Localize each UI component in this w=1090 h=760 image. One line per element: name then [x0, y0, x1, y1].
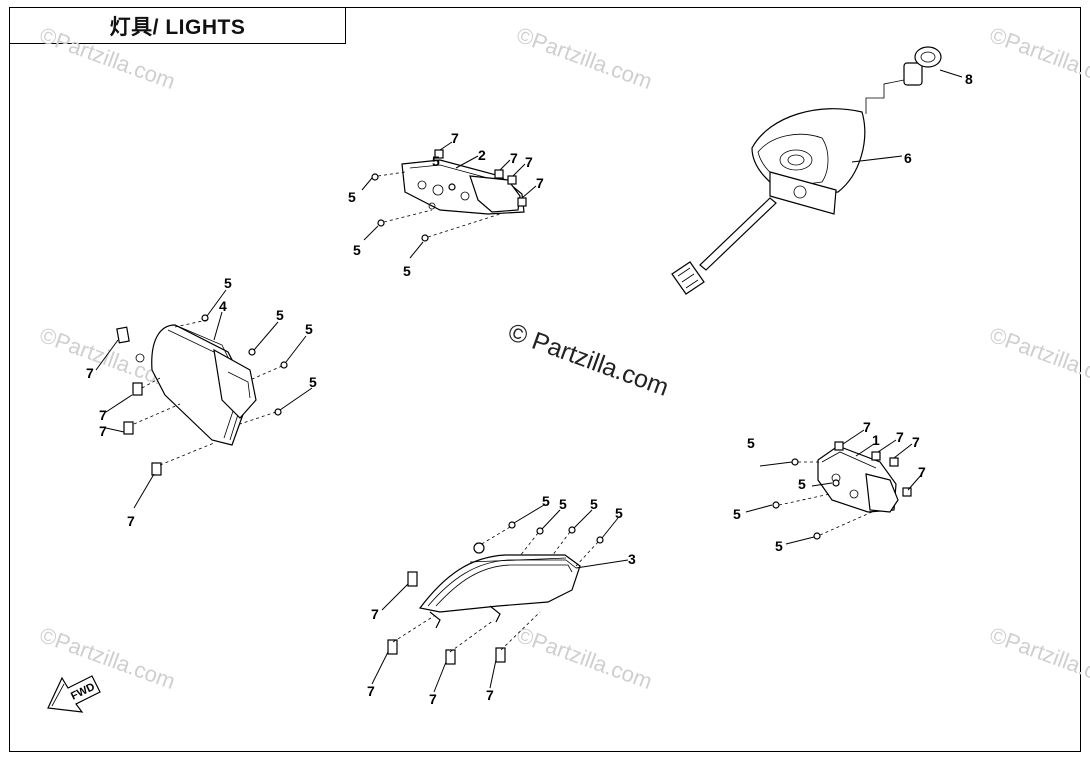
callout-5: 5 — [305, 321, 313, 337]
callout-3: 3 — [628, 551, 636, 567]
callout-7: 7 — [86, 365, 94, 381]
callout-7: 7 — [99, 407, 107, 423]
callout-2: 2 — [478, 147, 486, 163]
callout-5: 5 — [615, 505, 623, 521]
callout-7: 7 — [912, 434, 920, 450]
callout-4: 4 — [219, 298, 227, 314]
callout-5: 5 — [353, 242, 361, 258]
callout-7: 7 — [896, 429, 904, 445]
callout-7: 7 — [99, 423, 107, 439]
callout-1: 1 — [872, 432, 880, 448]
callout-5: 5 — [432, 153, 440, 169]
callout-5: 5 — [775, 538, 783, 554]
callout-7: 7 — [863, 419, 871, 435]
callout-5: 5 — [798, 476, 806, 492]
light-2-part — [371, 149, 527, 242]
callout-5: 5 — [403, 263, 411, 279]
callout-7: 7 — [486, 687, 494, 703]
page-title: 灯具/ LIGHTS — [109, 15, 246, 39]
bulb-part — [903, 46, 963, 86]
callout-7: 7 — [127, 513, 135, 529]
callout-5: 5 — [224, 275, 232, 291]
callout-7: 7 — [451, 130, 459, 146]
light-1-part — [772, 441, 912, 540]
callout-7: 7 — [371, 606, 379, 622]
tail-light-part — [671, 79, 905, 295]
callout-7: 7 — [536, 175, 544, 191]
callout-5: 5 — [542, 493, 550, 509]
title-box: 灯具/ LIGHTS — [9, 7, 346, 44]
callout-5: 5 — [348, 189, 356, 205]
callout-5: 5 — [309, 374, 317, 390]
headlight-3-part — [387, 521, 604, 665]
headlight-4-part — [116, 314, 288, 476]
callout-6: 6 — [904, 150, 912, 166]
callout-5: 5 — [559, 496, 567, 512]
callout-8: 8 — [965, 71, 973, 87]
callout-5: 5 — [276, 307, 284, 323]
callout-5: 5 — [747, 435, 755, 451]
callout-5: 5 — [590, 496, 598, 512]
callout-7: 7 — [525, 154, 533, 170]
diagram-frame — [9, 7, 1081, 752]
callout-5: 5 — [733, 506, 741, 522]
callout-7: 7 — [367, 683, 375, 699]
callout-7: 7 — [918, 464, 926, 480]
callout-7: 7 — [429, 691, 437, 707]
fwd-arrow-icon — [47, 675, 101, 713]
callout-7: 7 — [510, 150, 518, 166]
